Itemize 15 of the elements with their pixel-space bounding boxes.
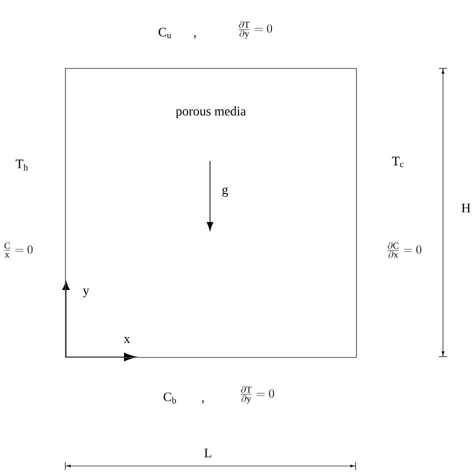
boundary-condition: $\frac{\partial \mathrm{T}}{\partial \mathrm{y}}=0$ [238, 21, 272, 39]
boundary-condition: $\frac{\partial \mathrm{C}}{\partial \mathrm{x}}=0$ [387, 242, 422, 258]
boundary-label: C$_{b}$ [164, 392, 176, 404]
boundary-condition: $\frac{\partial \mathrm{T}}{\partial \mathrm{y}}=0$ [240, 386, 274, 404]
gravity-label: g [222, 187, 228, 197]
comma: , [202, 400, 204, 404]
boundary-label: T$_{c}$ [392, 156, 404, 168]
dimension-label: L [204, 448, 212, 458]
comma: , [194, 35, 196, 39]
axis-label: x [124, 337, 130, 343]
boundary-label: C$_{u}$ [158, 28, 172, 38]
boundary-label: T$_{h}$ [16, 160, 28, 170]
boundary-condition: $\frac{\mathrm{C}}{\mathrm{x}}=0$ [4, 242, 33, 258]
axis-label: y [82, 288, 90, 298]
dimension-label: H [462, 204, 470, 212]
